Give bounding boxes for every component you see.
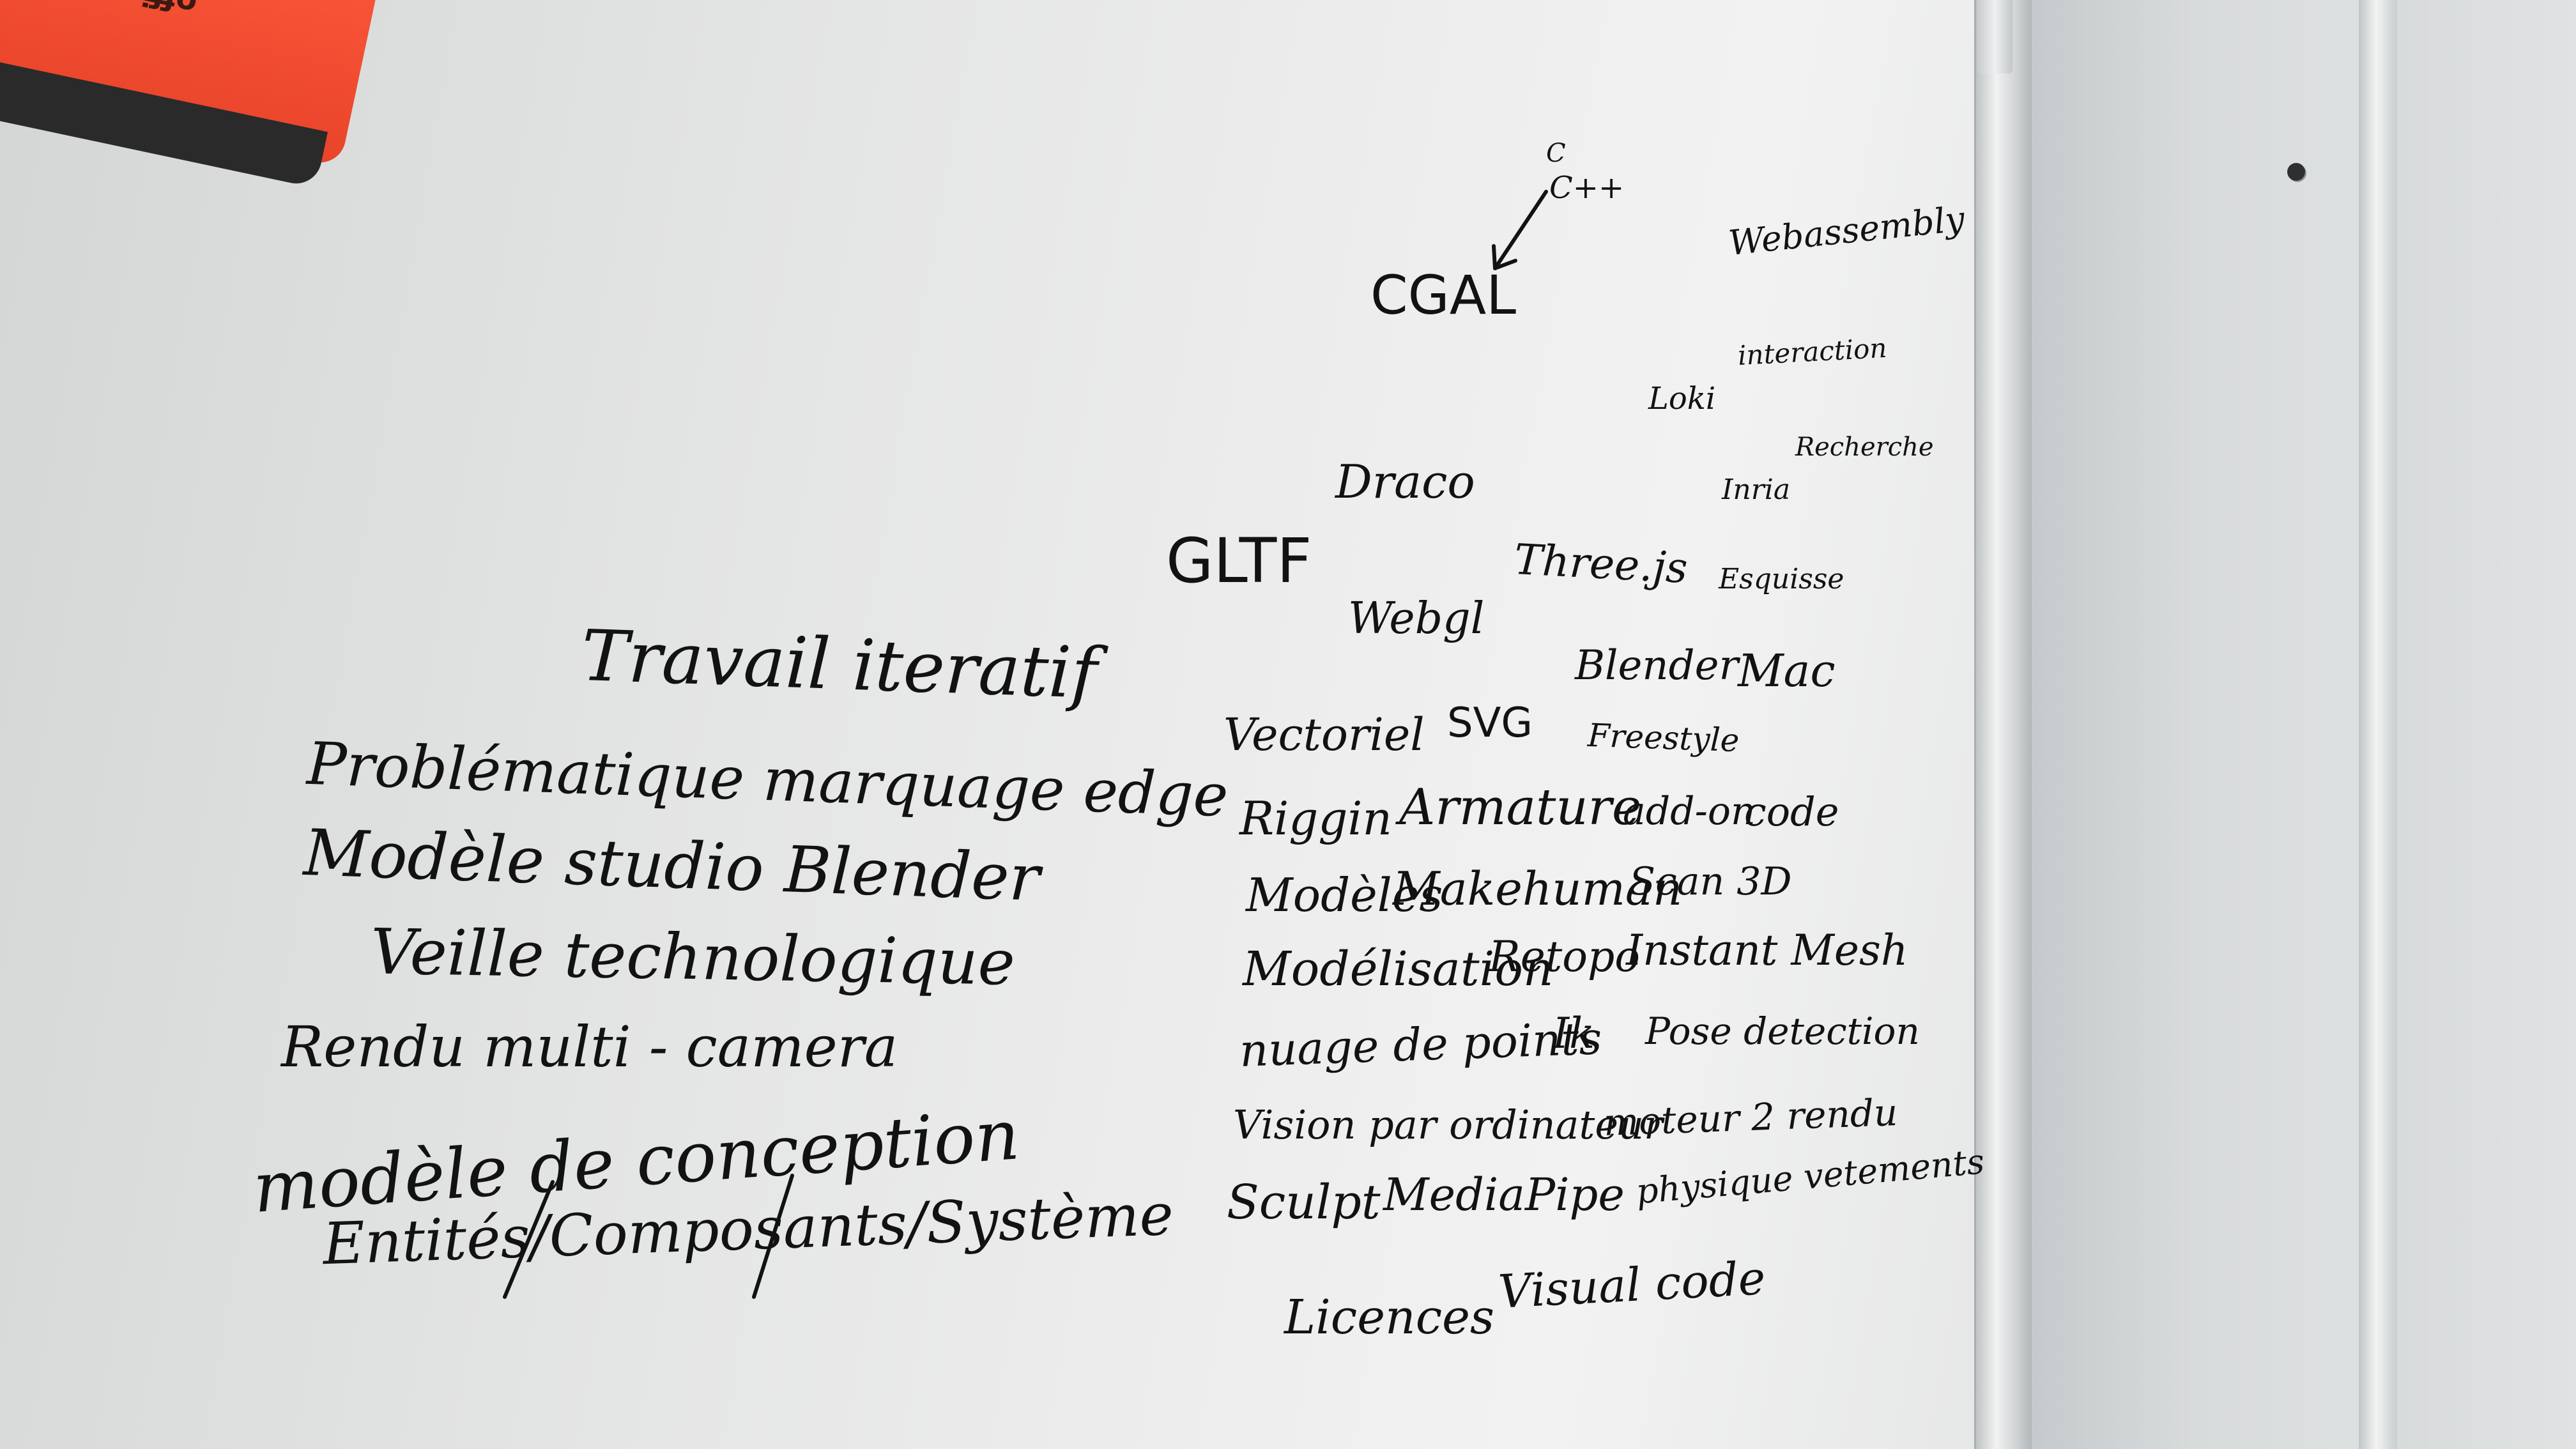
note-c: C xyxy=(1546,139,1566,168)
note-blender: Blender xyxy=(1575,642,1739,689)
wall-screw xyxy=(2287,163,2305,181)
note-mediapipe: MediaPipe xyxy=(1383,1169,1625,1221)
note-scan-3d: Scan 3D xyxy=(1629,859,1792,904)
note-freestyle: Freestyle xyxy=(1587,716,1740,760)
note-modeles: Modèles xyxy=(1246,868,1443,922)
note-retopo: Retopo xyxy=(1489,932,1640,981)
note-mac: Mac xyxy=(1738,645,1836,697)
wall-right xyxy=(2397,0,2576,1449)
note-travail-iteratif: Travail iteratif xyxy=(580,614,1099,715)
note-webgl: Webgl xyxy=(1348,594,1485,644)
arrow-icon xyxy=(1492,190,1548,270)
note-vectoriel: Vectoriel xyxy=(1223,709,1425,761)
note-add-on: add-on xyxy=(1623,789,1756,834)
note-moteur-rendu: moteur 2 rendu xyxy=(1602,1090,1899,1145)
note-makehuman: Makehuman xyxy=(1393,862,1683,916)
note-code: code xyxy=(1744,788,1839,835)
note-veille: Veille technologique xyxy=(370,916,1016,1000)
note-pose-detection: Pose detection xyxy=(1645,1009,1920,1053)
note-interaction: interaction xyxy=(1736,332,1888,372)
note-riggin: Riggin xyxy=(1239,792,1392,845)
note-cgal: CGAL xyxy=(1370,264,1517,326)
note-visual-code: Visual code xyxy=(1497,1251,1767,1319)
whiteboard xyxy=(0,0,1987,1449)
note-sculpt: Sculpt xyxy=(1227,1175,1381,1230)
note-instant-mesh: Instant Mesh xyxy=(1626,926,1908,975)
note-draco: Draco xyxy=(1335,455,1475,509)
note-armature: Armature xyxy=(1399,779,1642,836)
note-rendu-multi: Rendu multi - camera xyxy=(281,1014,898,1080)
note-svg: SVG xyxy=(1447,700,1533,747)
note-gltf: GLTF xyxy=(1166,525,1312,597)
note-esquisse: Esquisse xyxy=(1719,563,1844,595)
note-recherche: Recherche xyxy=(1795,433,1934,462)
note-inria: Inria xyxy=(1722,473,1791,506)
note-vision: Vision par ordinateur xyxy=(1233,1101,1663,1148)
note-cpp: C++ xyxy=(1549,170,1625,206)
note-licences: Licences xyxy=(1284,1290,1494,1345)
door-edge xyxy=(2359,0,2397,1449)
whiteboard-frame xyxy=(1974,0,2034,1449)
note-nuage-de-points: nuage de points xyxy=(1238,1012,1603,1077)
whiteboard-frame-cap xyxy=(1977,0,2012,73)
note-loki: Loki xyxy=(1648,381,1716,417)
note-modelisation: Modélisation xyxy=(1243,942,1554,997)
slash-marks xyxy=(503,1174,794,1299)
note-threejs: Three.js xyxy=(1513,534,1689,594)
note-ik: Ik xyxy=(1552,1009,1595,1058)
